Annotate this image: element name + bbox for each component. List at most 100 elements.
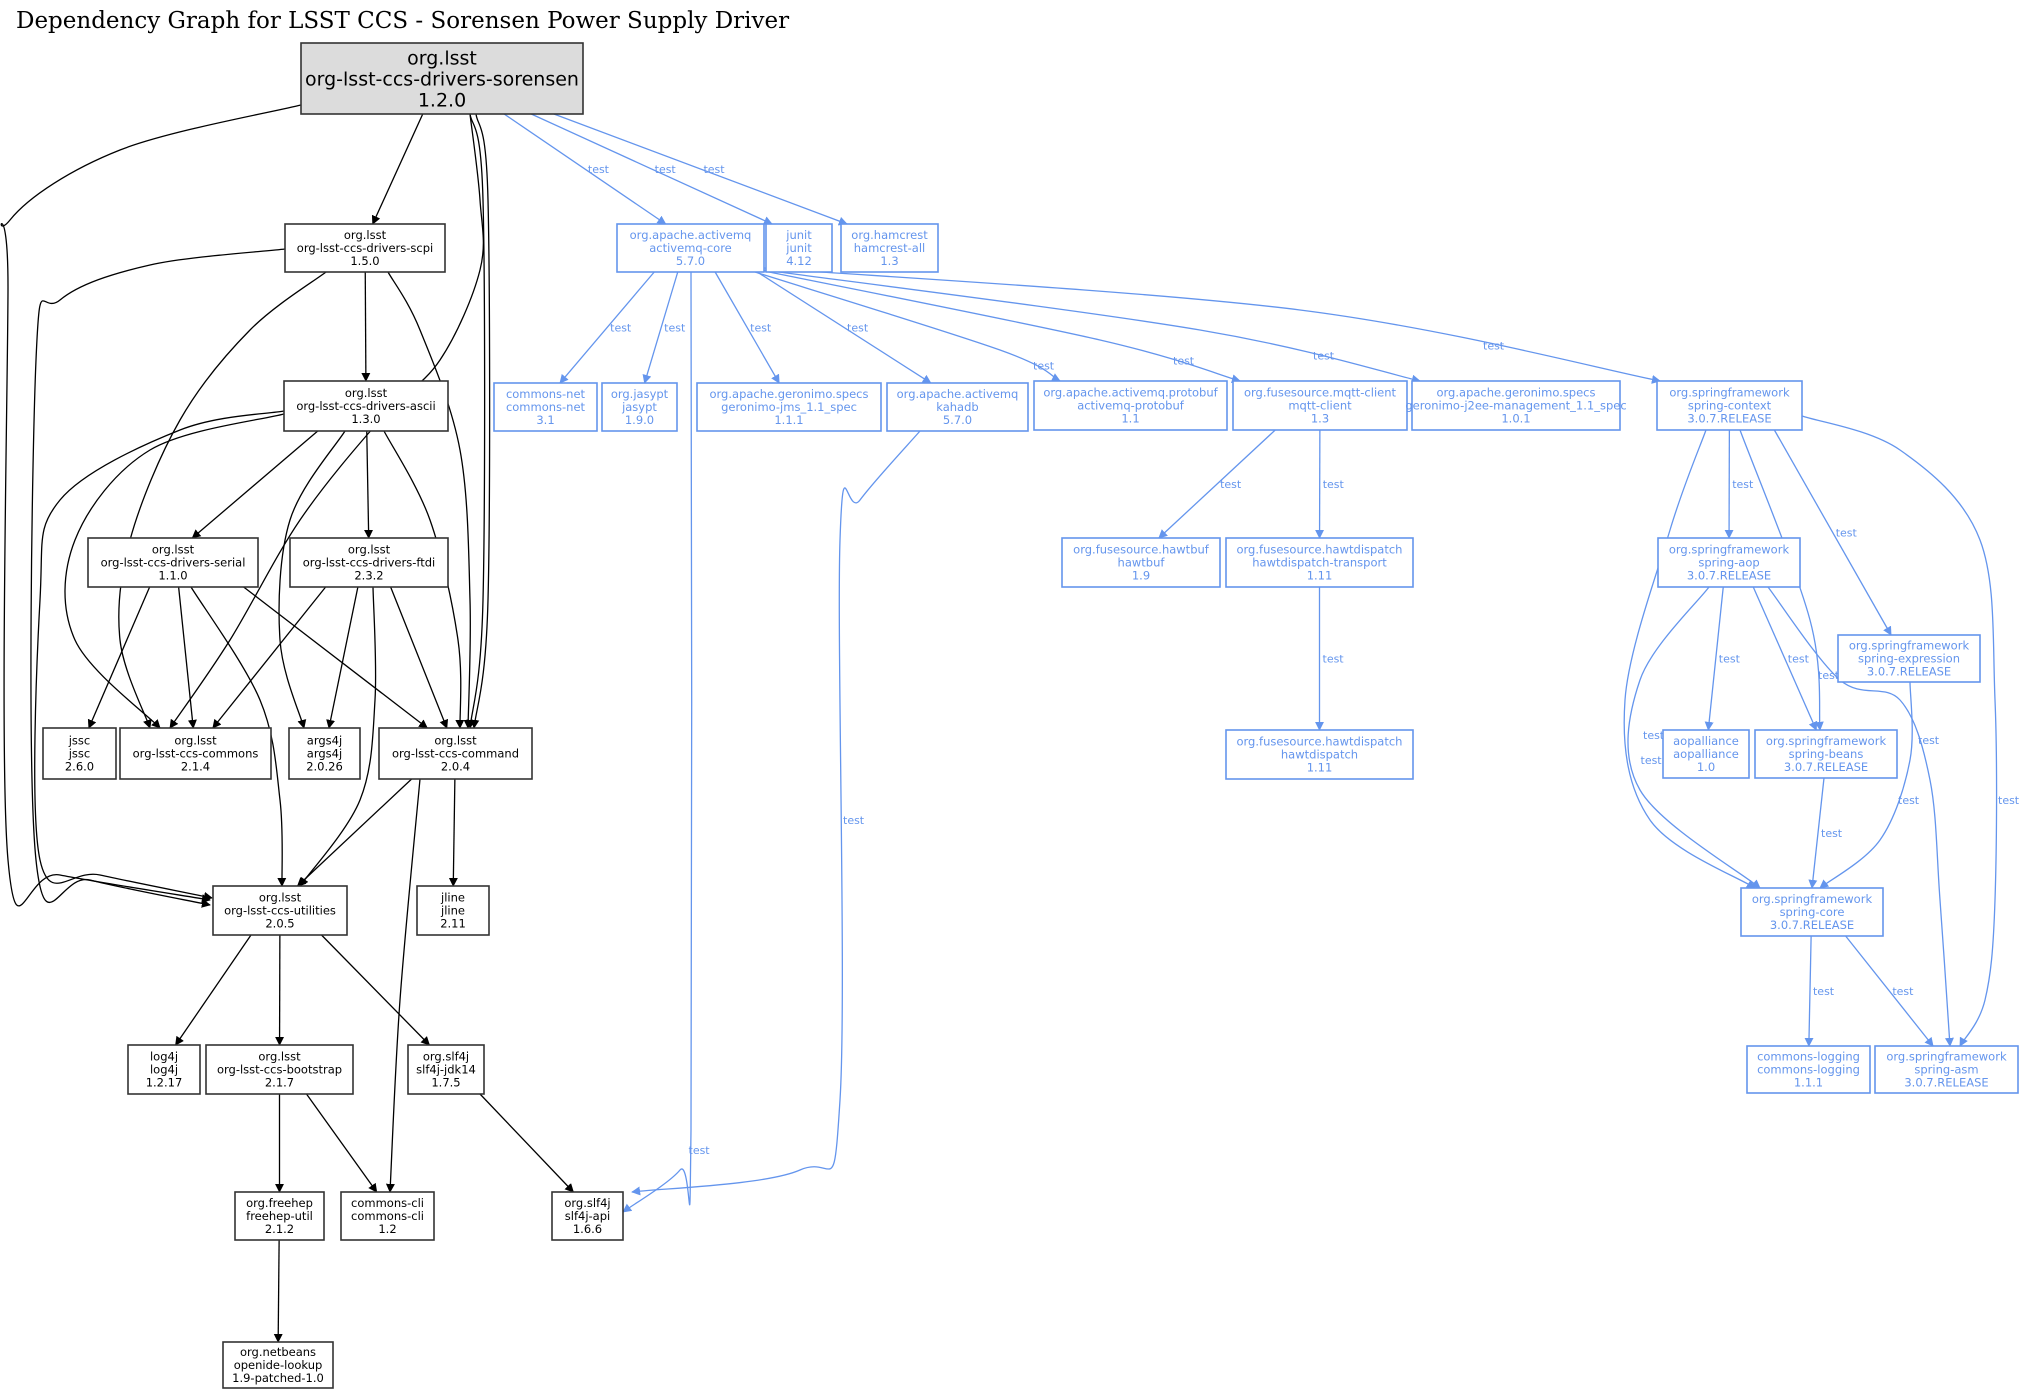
node-score[interactable]: org.springframeworkspring-core3.0.7.RELE… — [1740, 887, 1884, 937]
node-artifact: hawtdispatch-transport — [1252, 556, 1387, 570]
edge-label: test — [1323, 653, 1345, 666]
node-box[interactable] — [1225, 729, 1414, 780]
node-sorensen[interactable]: org.lsstorg-lsst-ccs-drivers-sorensen1.2… — [300, 42, 584, 115]
node-box[interactable] — [407, 1044, 485, 1095]
node-artifact: args4j — [307, 747, 342, 761]
node-group: org.lsst — [259, 891, 302, 905]
node-hdtrans[interactable]: org.fusesource.hawtdispatchhawtdispatch-… — [1225, 537, 1414, 588]
node-box[interactable] — [1225, 537, 1414, 588]
node-box[interactable] — [765, 223, 833, 273]
node-artifact: mqtt-client — [1288, 399, 1352, 413]
node-box[interactable] — [1874, 1045, 2019, 1094]
node-version: 2.0.26 — [306, 760, 343, 774]
node-box[interactable] — [1656, 380, 1803, 431]
node-group: org.fusesource.mqtt-client — [1244, 386, 1397, 400]
node-version: 5.7.0 — [943, 413, 972, 427]
edge-amqcore-to-kahadb — [756, 271, 932, 384]
node-box[interactable] — [87, 537, 259, 588]
node-version: 1.2.17 — [146, 1076, 183, 1090]
node-box[interactable] — [1033, 380, 1228, 431]
edge-label: test — [588, 163, 610, 176]
node-gj2ee[interactable]: org.apache.geronimo.specsgeronimo-j2ee-m… — [1405, 380, 1627, 431]
node-box[interactable] — [119, 727, 272, 780]
node-sexpr[interactable]: org.springframeworkspring-expression3.0.… — [1837, 634, 1981, 683]
node-box[interactable] — [1411, 380, 1621, 431]
node-box[interactable] — [1657, 537, 1801, 588]
node-box[interactable] — [284, 223, 446, 273]
node-box[interactable] — [1837, 634, 1981, 683]
node-sctx[interactable]: org.springframeworkspring-context3.0.7.R… — [1656, 380, 1803, 431]
node-box[interactable] — [340, 1191, 435, 1241]
edge-amqcore-to-protobuf — [754, 271, 1061, 382]
node-box[interactable] — [42, 727, 117, 780]
node-box[interactable] — [1061, 537, 1221, 588]
node-box[interactable] — [551, 1191, 624, 1241]
node-box[interactable] — [601, 382, 678, 432]
node-artifact: geronimo-jms_1.1_spec — [721, 400, 857, 414]
edge-scpi-to-commons — [118, 271, 327, 729]
node-box[interactable] — [840, 223, 939, 273]
node-box[interactable] — [1746, 1045, 1871, 1094]
node-sasm[interactable]: org.springframeworkspring-asm3.0.7.RELEA… — [1874, 1045, 2019, 1094]
node-box[interactable] — [1740, 887, 1884, 937]
node-protobuf[interactable]: org.apache.activemq.protobufactivemq-pro… — [1033, 380, 1228, 431]
node-box[interactable] — [212, 885, 348, 936]
node-box[interactable] — [300, 42, 584, 115]
node-gjms[interactable]: org.apache.geronimo.specsgeronimo-jms_1.… — [696, 382, 882, 432]
node-box[interactable] — [222, 1341, 334, 1389]
node-box[interactable] — [288, 727, 361, 780]
node-netbeans[interactable]: org.netbeansopenide-lookup1.9-patched-1.… — [222, 1341, 334, 1389]
node-box[interactable] — [696, 382, 882, 432]
node-box[interactable] — [416, 885, 490, 936]
edge-label: test — [610, 322, 632, 335]
node-box[interactable] — [234, 1191, 325, 1241]
node-box[interactable] — [378, 727, 533, 780]
node-box[interactable] — [205, 1044, 354, 1095]
edge-serial-to-utilities — [190, 586, 287, 887]
node-box[interactable] — [493, 382, 598, 432]
node-box[interactable] — [289, 537, 449, 588]
node-box[interactable] — [1232, 380, 1408, 431]
node-box[interactable] — [127, 1044, 201, 1095]
node-box[interactable] — [1754, 729, 1898, 779]
node-artifact: org-lsst-ccs-drivers-sorensen — [305, 68, 579, 90]
node-saop[interactable]: org.springframeworkspring-aop3.0.7.RELEA… — [1657, 537, 1801, 588]
edge-label: test — [1813, 985, 1835, 998]
edge-sorensen-to-utilities — [0, 104, 302, 907]
edge-sorensen-to-amqcore — [503, 113, 667, 225]
node-hd[interactable]: org.fusesource.hawtdispatchhawtdispatch1… — [1225, 729, 1414, 780]
node-sbeans[interactable]: org.springframeworkspring-beans3.0.7.REL… — [1754, 729, 1898, 779]
node-box[interactable] — [616, 223, 765, 273]
node-box[interactable] — [886, 382, 1029, 432]
node-group: args4j — [307, 734, 342, 748]
node-box[interactable] — [1662, 729, 1750, 779]
node-version: 1.11 — [1307, 761, 1333, 775]
node-box[interactable] — [283, 380, 449, 432]
